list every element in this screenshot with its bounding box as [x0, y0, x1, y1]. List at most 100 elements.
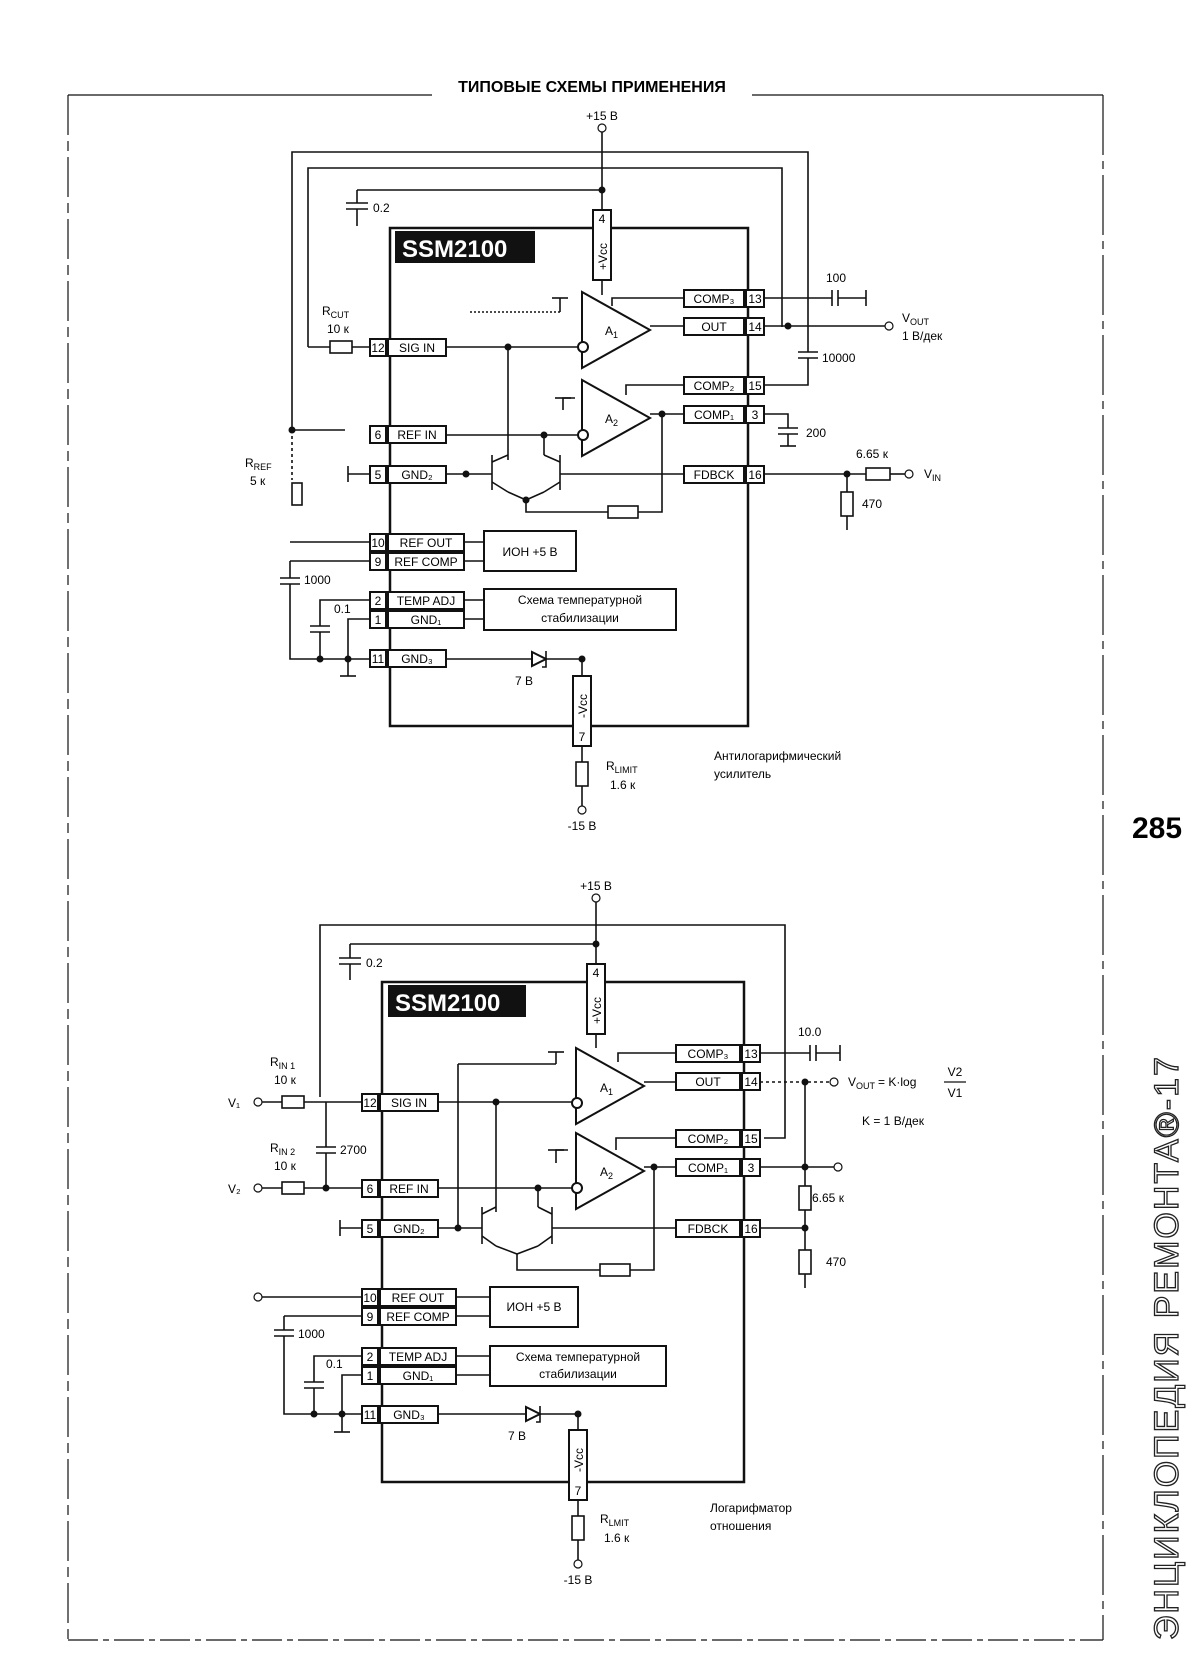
c100-value-2: 10.0 [798, 1025, 822, 1039]
supply-neg-terminal-1 [577, 805, 587, 815]
vout-terminal-1 [884, 321, 894, 331]
q1-emitter-2 [481, 1235, 497, 1247]
ref-block-label-1: ИОН +5 В [503, 545, 558, 559]
pin-number: 10 [371, 536, 385, 550]
pin-name: GND₂ [393, 1222, 425, 1236]
r470-resistor-1 [840, 491, 854, 517]
r-cut-value-1: 10 к [327, 322, 350, 336]
q1-collector-2 [481, 1206, 497, 1215]
pin-num-box [741, 1129, 761, 1148]
cap-supply-value-1: 0.2 [373, 201, 390, 215]
pin-number: 15 [748, 379, 762, 393]
supply-pos-label-2: +15 В [580, 879, 612, 893]
a2-comp2-wire-2 [615, 1137, 676, 1150]
r-limit-value-2: 1.6 к [604, 1531, 630, 1545]
circuit-antilog-amplifier: SSM2100 +15 В 4 +Vcc 0.2 RCUT 10 к 12 [245, 109, 943, 833]
q2-emitter-1 [543, 481, 561, 493]
opamp-a1-label-2: A1 [600, 1081, 613, 1097]
a1-comp3-wire-2 [617, 1052, 676, 1062]
zener-diode-1 [531, 650, 549, 668]
r-cut-label-1: RCUT [322, 304, 350, 320]
junction-2i [801, 1224, 809, 1232]
vcc-pos-label-2: +Vcc [590, 997, 604, 1024]
pin-number: 1 [367, 1369, 374, 1383]
c01-value-1: 0.1 [334, 602, 351, 616]
ref-voltage-block-1 [483, 530, 577, 572]
c01-lead-a-2 [313, 1355, 362, 1382]
ref-out-terminal-2 [253, 1292, 263, 1302]
r-in1-label-2: RIN 1 [270, 1055, 295, 1071]
pin-number: 10 [363, 1291, 377, 1305]
a2-noninv-wire-1 [562, 397, 575, 410]
q2-collector-2 [537, 1206, 553, 1215]
pin-name: FDBCK [694, 468, 735, 482]
v1-label-2: V₁ [228, 1096, 240, 1110]
supply-pos-label-1: +15 В [586, 109, 618, 123]
pin-name: TEMP ADJ [389, 1350, 447, 1364]
opamp-a2-1 [581, 378, 653, 458]
left-pins-1: 12 SIG IN 6 REF IN 5 GND₂ 10 REF OUT 9 R… [369, 338, 465, 668]
v2-label-2: V₂ [228, 1182, 241, 1196]
pin-name: GND₁ [411, 613, 442, 627]
pin-number: 2 [367, 1350, 374, 1364]
emitter-junction-2 [495, 1245, 539, 1255]
c1000-value-2: 1000 [298, 1327, 325, 1341]
pin-name: SIG IN [391, 1096, 427, 1110]
junction-1d [540, 431, 548, 439]
junction-1j [316, 655, 324, 663]
opamp-a1-2 [575, 1046, 647, 1126]
right-pins-2: COMP₃ 13 OUT 14 COMP₂ 15 COMP₁ 3 FDBCK 1… [675, 1044, 761, 1238]
r-limit-label-1: RLIMIT [606, 759, 638, 775]
pin-number: 14 [744, 1075, 758, 1089]
temp-block-line1-2: Схема температурной [516, 1350, 640, 1364]
vcc-neg-label-2: -Vcc [572, 1448, 586, 1472]
pin-number: 3 [752, 408, 759, 422]
opamp-a2-label-1: A2 [605, 412, 618, 428]
a2-noninv-wire-2 [555, 1149, 568, 1163]
r470-resistor-2 [798, 1249, 812, 1275]
opamp-a1-label-1: A1 [605, 324, 618, 340]
c2700-value-2: 2700 [340, 1143, 367, 1157]
q2-emitter-2 [537, 1235, 553, 1247]
circuit-log-ratio: SSM2100 +15 В 4 +Vcc 0.2 12 SIG IN 6 REF… [228, 879, 966, 1587]
vout-frac-den-2: V1 [948, 1086, 963, 1100]
zener-value-1: 7 В [515, 674, 533, 688]
c200-value-1: 200 [806, 426, 826, 440]
junction-2e [534, 1184, 542, 1192]
gnd1-wire-2 [341, 1374, 362, 1432]
pin-number: 5 [367, 1222, 374, 1236]
emitter-resistor-1 [607, 505, 639, 519]
comp-loop-wire-1 [602, 151, 809, 345]
pin-top-number-1: 4 [599, 212, 606, 226]
opamp-a2-inverting-1 [577, 429, 589, 441]
emitter-res-wire-1 [525, 500, 608, 513]
caption-line2-2: отношения [710, 1519, 771, 1533]
gnd1-wire-1 [347, 618, 370, 676]
supply-neg-terminal-2 [573, 1559, 583, 1569]
r-limit-resistor-1 [575, 761, 589, 787]
c01-value-2: 0.1 [326, 1357, 343, 1371]
caption-line1-1: Антилогарифмический [714, 749, 841, 763]
c1000-lead-b-2 [283, 1336, 362, 1415]
ref-block-label-2: ИОН +5 В [507, 1300, 562, 1314]
a2-comp2-wire-1 [625, 384, 684, 395]
c100-value-1: 100 [826, 271, 846, 285]
r-in1-value-2: 10 к [274, 1073, 297, 1087]
opamp-a1-inverting-2 [571, 1097, 583, 1109]
page-heading: ТИПОВЫЕ СХЕМЫ ПРИМЕНЕНИЯ [458, 79, 726, 96]
pin-name: GND₃ [401, 652, 433, 666]
r-limit-resistor-2 [571, 1515, 585, 1541]
zener-diode-2 [525, 1405, 543, 1423]
c1000-value-1: 1000 [304, 573, 331, 587]
emitter-res-return-2 [630, 1167, 655, 1271]
pin-number: 13 [744, 1047, 758, 1061]
comp1-ext-wire-1 [764, 413, 789, 428]
r-ref-value-1: 5 к [250, 474, 266, 488]
temp-stabilization-block-1 [483, 588, 677, 631]
vout-scale-1: 1 В/дек [902, 329, 943, 343]
pin-name: REF COMP [386, 1310, 449, 1324]
emitter-resistor-2 [599, 1263, 631, 1277]
pin-name: GND₁ [403, 1369, 434, 1383]
junction-1k [344, 655, 352, 663]
v1-terminal-2 [253, 1097, 263, 1107]
